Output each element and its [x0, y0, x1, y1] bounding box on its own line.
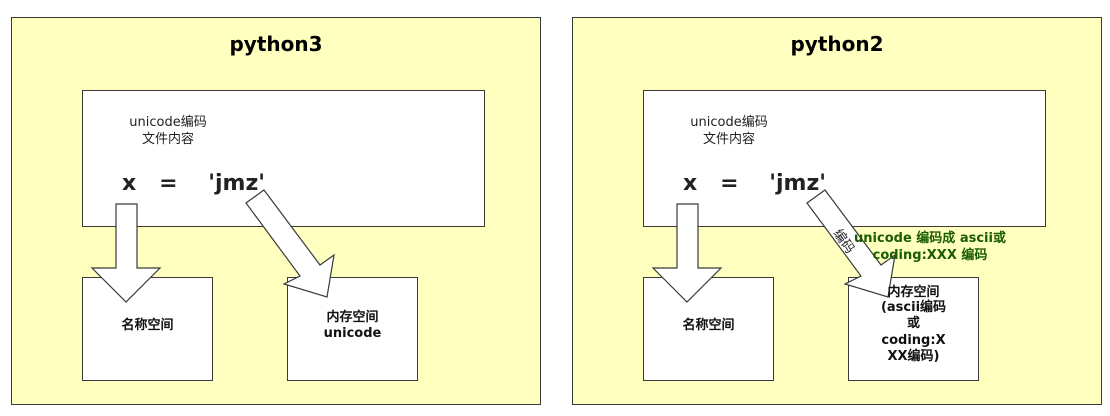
python2-memory-label-1: 内存空间: [887, 285, 940, 300]
python3-source-encoding: unicode编码: [129, 115, 207, 130]
python3-memory-label-2: unicode: [323, 326, 382, 341]
python3-memory-label-1: 内存空间: [326, 310, 379, 325]
python2-annotation-line2: coding:XXX 编码: [872, 248, 988, 263]
python2-memory-label-3: 或: [906, 316, 920, 331]
python2-memory-label-4: coding:X: [881, 333, 946, 348]
python3-source-box: [82, 90, 485, 227]
python2-namespace-label: 名称空间: [682, 318, 735, 333]
python2-memory-label-2: (ascii编码: [880, 300, 947, 315]
python2-expression: x = 'jmz': [683, 171, 826, 196]
python3-expression: x = 'jmz': [122, 171, 265, 196]
python3-namespace-label: 名称空间: [121, 318, 174, 333]
python2-annotation-line1: unicode 编码成 ascii或: [854, 231, 1006, 246]
python3-title: python3: [229, 32, 323, 56]
python3-source-caption: 文件内容: [141, 132, 194, 147]
python2-source-caption: 文件内容: [702, 132, 755, 147]
python2-memory-label-5: XX编码): [887, 349, 940, 364]
python2-source-box: [643, 90, 1046, 227]
python2-title: python2: [790, 32, 884, 56]
python2-source-encoding: unicode编码: [690, 115, 768, 130]
